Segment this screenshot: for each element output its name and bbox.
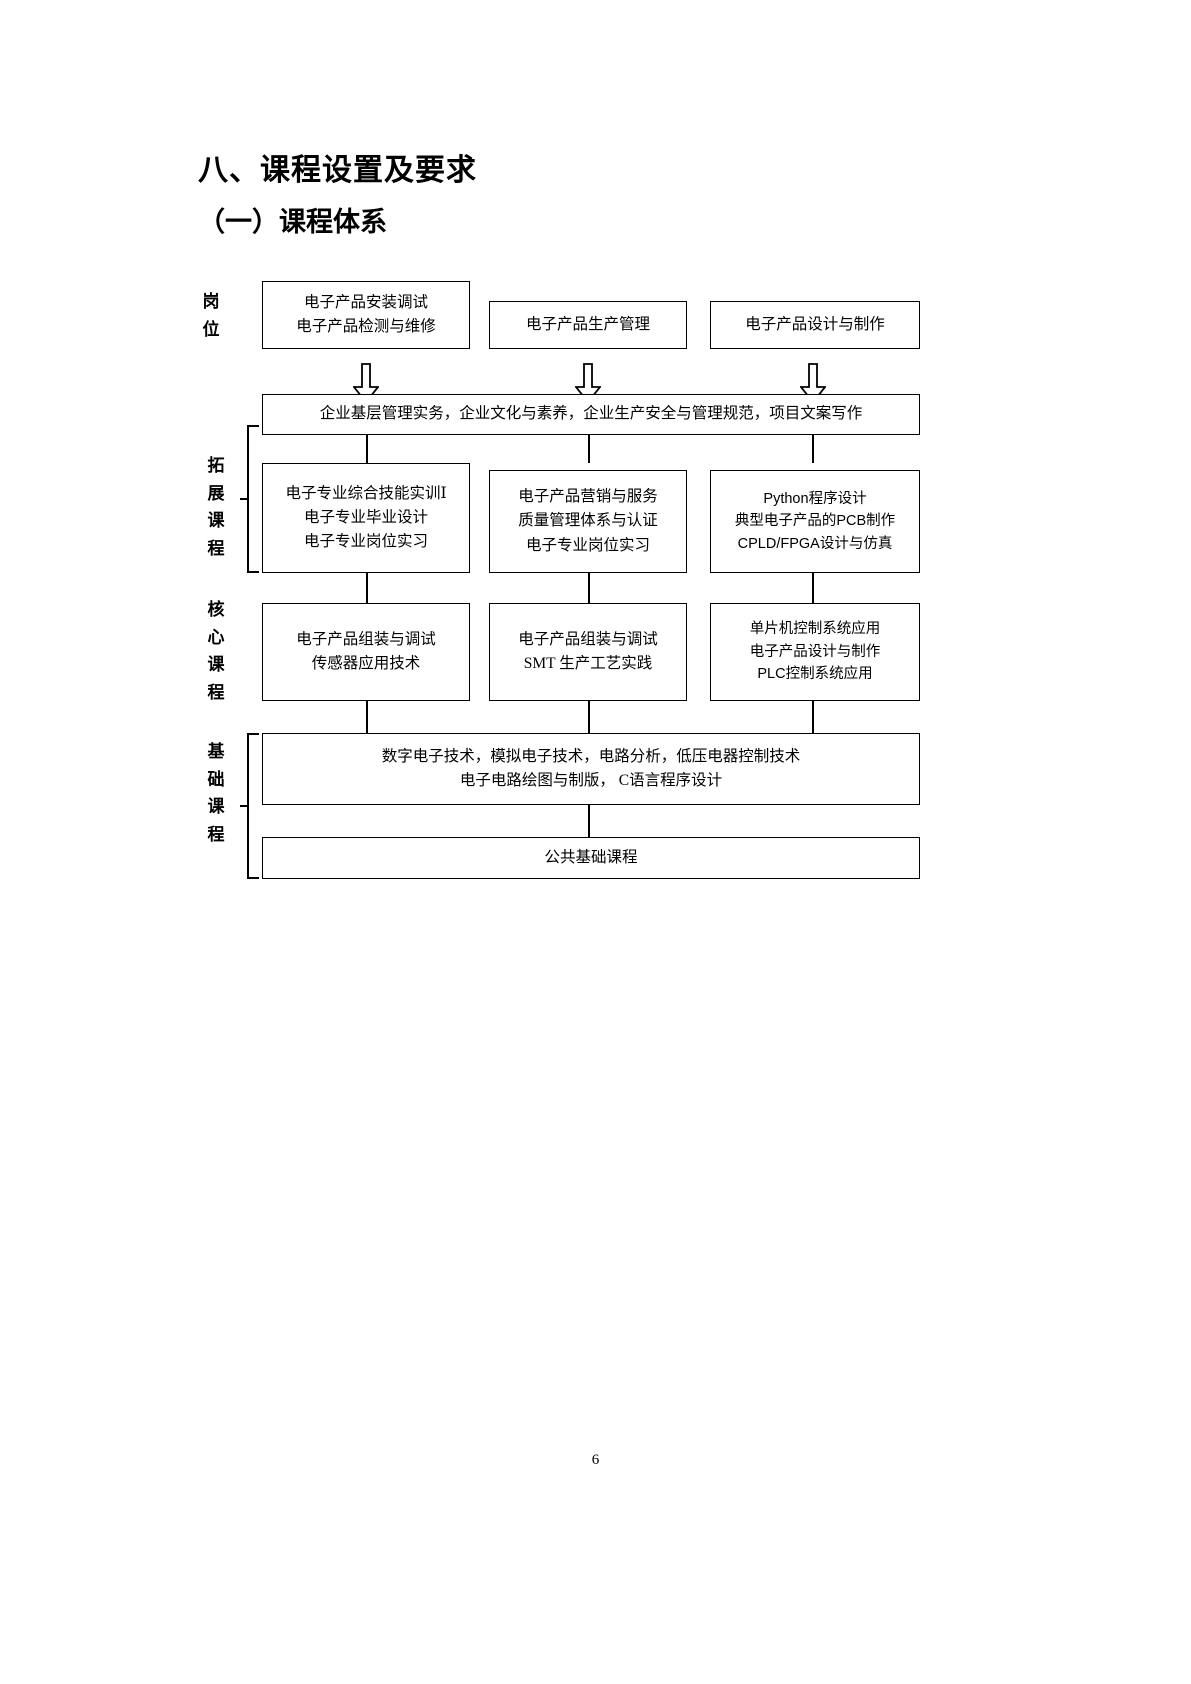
extension-box-2-line-1: 电子产品营销与服务	[518, 488, 658, 506]
core-box-3: 单片机控制系统应用 电子产品设计与制作 PLC控制系统应用	[710, 603, 920, 701]
post-box-1: 电子产品安装调试 电子产品检测与维修	[262, 281, 470, 349]
core-box-3-line-3: PLC控制系统应用	[757, 666, 873, 683]
foundation-course-bar-line-1: 数字电子技术，模拟电子技术，电路分析，低压电器控制技术	[381, 747, 801, 765]
connector-core-to-found-2	[588, 701, 590, 733]
connector-found-to-public	[588, 805, 590, 837]
extension-box-1-line-3: 电子专业岗位实习	[303, 533, 428, 550]
section-subtitle: （一）课程体系	[198, 207, 387, 237]
core-box-3-line-1: 单片机控制系统应用	[749, 621, 881, 638]
core-box-1-line-1: 电子产品组装与调试	[296, 630, 436, 648]
page-title: 八、课程设置及要求	[198, 154, 477, 187]
connector-ext-to-core-1	[366, 573, 368, 603]
core-box-2: 电子产品组装与调试 SMT 生产工艺实践	[489, 603, 687, 701]
extension-box-1-line-2: 电子专业毕业设计	[303, 508, 428, 526]
extension-box-3-line-3: CPLD/FPGA设计与仿真	[737, 535, 893, 552]
post-box-3: 电子产品设计与制作	[710, 301, 920, 349]
extension-box-2: 电子产品营销与服务 质量管理体系与认证 电子专业岗位实习	[489, 470, 687, 573]
post-box-1-line-1: 电子产品安装调试	[303, 293, 428, 311]
core-box-3-line-2: 电子产品设计与制作	[749, 643, 881, 660]
core-box-1-line-2: 传感器应用技术	[311, 655, 421, 672]
foundation-course-bar-line-2: 电子电路绘图与制版， C语言程序设计	[459, 772, 723, 789]
foundation-course-bar: 数字电子技术，模拟电子技术，电路分析，低压电器控制技术 电子电路绘图与制版， C…	[262, 733, 920, 805]
extension-box-2-line-2: 质量管理体系与认证	[518, 512, 658, 530]
core-box-2-line-2: SMT 生产工艺实践	[523, 655, 653, 672]
connector-core-to-found-3	[812, 701, 814, 733]
row-label-post: 岗 位	[202, 292, 220, 339]
connector-enterprise-to-ext-1	[366, 435, 368, 463]
connector-enterprise-to-ext-3	[812, 435, 814, 463]
core-box-2-line-1: 电子产品组装与调试	[518, 630, 658, 648]
extension-box-1: 电子专业综合技能实训Ⅰ 电子专业毕业设计 电子专业岗位实习	[262, 463, 470, 573]
enterprise-course-bar-line-1: 企业基层管理实务，企业文化与素养，企业生产安全与管理规范，项目文案写作	[319, 405, 863, 423]
extension-box-3-line-1: Python程序设计	[763, 490, 867, 507]
row-label-extension: 拓 展 课 程	[207, 456, 225, 558]
public-course-bar-line-1: 公共基础课程	[544, 848, 638, 866]
connector-enterprise-to-ext-2	[588, 435, 590, 463]
bracket-extension	[240, 425, 260, 573]
extension-box-3: Python程序设计 典型电子产品的PCB制作 CPLD/FPGA设计与仿真	[710, 470, 920, 573]
extension-box-3-line-2: 典型电子产品的PCB制作	[734, 513, 896, 530]
connector-ext-to-core-3	[812, 573, 814, 603]
enterprise-course-bar: 企业基层管理实务，企业文化与素养，企业生产安全与管理规范，项目文案写作	[262, 394, 920, 435]
row-label-foundation: 基 础 课 程	[207, 742, 225, 844]
row-label-core: 核 心 课 程	[207, 600, 225, 702]
core-box-1: 电子产品组装与调试 传感器应用技术	[262, 603, 470, 701]
connector-core-to-found-1	[366, 701, 368, 733]
post-box-2-line-1: 电子产品生产管理	[525, 315, 650, 333]
public-course-bar: 公共基础课程	[262, 837, 920, 879]
post-box-3-line-1: 电子产品设计与制作	[745, 315, 885, 333]
extension-box-1-line-1: 电子专业综合技能实训Ⅰ	[285, 484, 447, 502]
post-box-1-line-2: 电子产品检测与维修	[296, 318, 436, 335]
extension-box-2-line-3: 电子专业岗位实习	[525, 536, 650, 554]
connector-ext-to-core-2	[588, 573, 590, 603]
bracket-foundation	[240, 733, 260, 879]
page-number: 6	[591, 1452, 600, 1468]
post-box-2: 电子产品生产管理	[489, 301, 687, 349]
